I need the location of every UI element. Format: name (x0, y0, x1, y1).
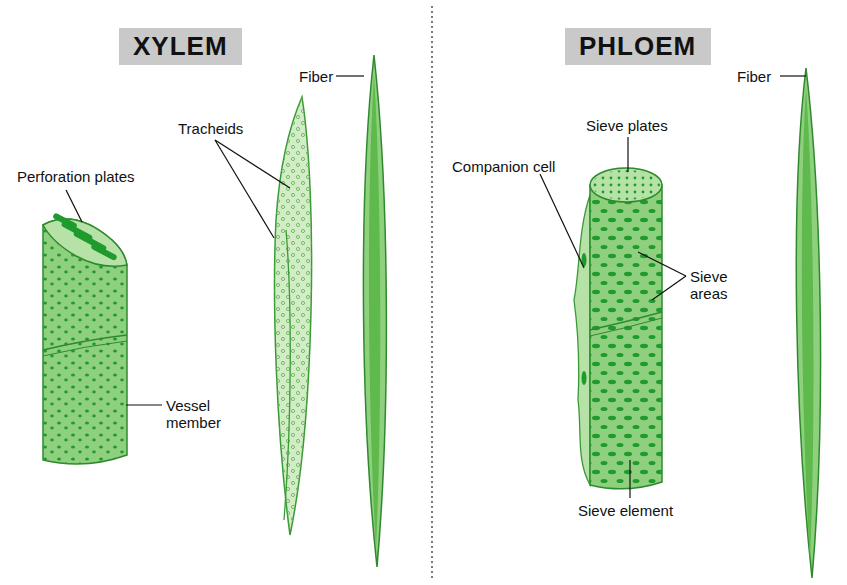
vessel-member (43, 212, 127, 464)
part-label: Sieve element (578, 502, 673, 519)
heading-text: PHLOEM (579, 31, 697, 62)
divider-line (431, 6, 432, 580)
part-label: Perforation plates (17, 168, 135, 185)
tracheids (275, 97, 312, 535)
part-label: Sieve areas (690, 268, 742, 302)
part-label: Fiber (299, 68, 333, 85)
part-label: Vessel member (166, 397, 228, 431)
heading-text: XYLEM (133, 31, 228, 62)
companion-cell (574, 195, 590, 485)
sieve-element (590, 168, 662, 489)
part-label: Fiber (737, 68, 771, 85)
part-label: Companion cell (452, 158, 555, 175)
xylem-fiber (363, 55, 386, 567)
leader-lines (66, 76, 806, 498)
heading-box: PHLOEM (565, 28, 711, 65)
phloem-fiber (796, 68, 820, 578)
heading-box: XYLEM (119, 28, 242, 65)
part-label: Sieve plates (586, 117, 668, 134)
part-label: Tracheids (178, 120, 243, 137)
